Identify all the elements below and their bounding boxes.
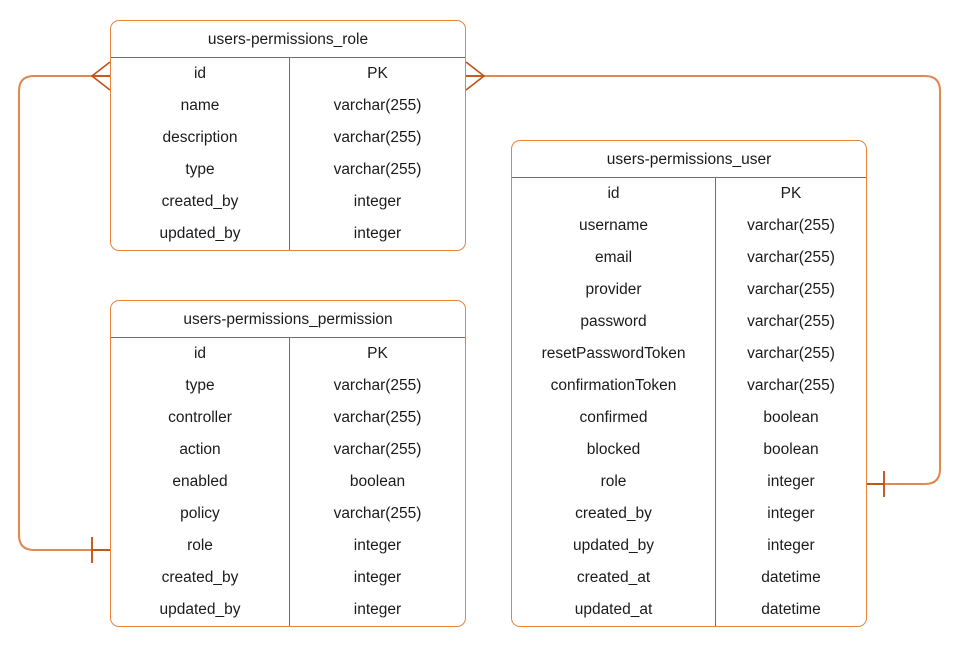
er-field-name: name (180, 97, 220, 114)
er-field-name: provider (585, 281, 642, 298)
er-field-name: id (193, 65, 207, 82)
relationship-role-to-permission (17, 61, 112, 563)
er-field-type: varchar(255) (747, 345, 835, 362)
er-table-title: users-permissions_user (512, 141, 866, 178)
er-field-name: updated_by (572, 537, 655, 554)
er-field-name: controller (168, 409, 232, 426)
er-field-name: email (594, 249, 633, 266)
er-field-type: PK (780, 185, 802, 202)
er-field-name: created_by (575, 505, 652, 522)
one-tick-marker-left (91, 537, 112, 563)
er-field-name: created_by (161, 569, 239, 586)
er-field-type: varchar(255) (747, 377, 835, 394)
er-field-type: varchar(255) (333, 161, 422, 178)
er-field-name: type (185, 377, 215, 394)
er-field-type: integer (353, 601, 402, 618)
er-field-type: integer (767, 505, 815, 522)
er-field-name: created_by (161, 193, 239, 210)
er-field-type: integer (767, 473, 815, 490)
er-field-type: integer (353, 569, 402, 586)
er-table-body: id name description type created_by updated_b… (111, 58, 465, 250)
er-field-type: datetime (761, 601, 821, 618)
er-field-name: blocked (586, 441, 641, 458)
er-field-name: role (187, 537, 213, 554)
er-field-name: action (179, 441, 221, 458)
crows-foot-marker-left (90, 61, 112, 91)
er-field-type: varchar(255) (747, 249, 835, 266)
er-field-type: boolean (763, 441, 819, 458)
er-field-name: resetPasswordToken (541, 345, 686, 362)
er-field-type: varchar(255) (333, 129, 422, 146)
er-field-type: integer (353, 225, 402, 242)
er-field-type: integer (353, 537, 402, 554)
er-field-type-column: PK varchar(255) varchar(255) varchar(255) bo… (289, 338, 465, 626)
er-field-type: datetime (761, 569, 821, 586)
er-field-name: enabled (172, 473, 228, 490)
er-field-type: varchar(255) (747, 313, 835, 330)
er-table-title: users-permissions_permission (111, 301, 465, 338)
er-field-type-column: PK varchar(255) varchar(255) varchar(255) va… (715, 178, 866, 626)
er-field-type: integer (767, 537, 815, 554)
er-field-name: role (600, 473, 627, 490)
er-field-name-column: id name description type created_by updated_b… (111, 58, 289, 250)
one-tick-marker-right (864, 471, 885, 497)
er-table-body: id username email provider password resetPass… (512, 178, 866, 626)
er-field-name: created_at (576, 569, 651, 586)
er-field-name: username (579, 217, 648, 234)
er-field-type-column: PK varchar(255) varchar(255) varchar(255) in… (289, 58, 465, 250)
er-field-name: policy (180, 505, 220, 522)
er-field-name: updated_at (574, 601, 653, 618)
er-table-body: id type controller action enabled policy role c… (111, 338, 465, 626)
er-field-type: varchar(255) (333, 377, 422, 394)
er-field-type: boolean (349, 473, 406, 490)
er-field-name: id (193, 345, 207, 362)
er-field-type: PK (367, 65, 388, 82)
er-field-type: PK (367, 345, 388, 362)
er-field-type: varchar(255) (747, 281, 835, 298)
er-field-type: varchar(255) (333, 505, 422, 522)
er-field-type: varchar(255) (747, 217, 835, 234)
er-field-name: type (185, 161, 215, 178)
er-field-type: varchar(255) (333, 409, 422, 426)
er-field-type: varchar(255) (333, 441, 422, 458)
er-field-name: password (580, 313, 647, 330)
er-table-title: users-permissions_role (111, 21, 465, 58)
er-field-type: boolean (763, 409, 819, 426)
er-field-name: confirmationToken (550, 377, 677, 394)
er-field-name: description (162, 129, 238, 146)
er-field-name-column: id type controller action enabled policy role c… (111, 338, 289, 626)
er-field-name: confirmed (579, 409, 648, 426)
crows-foot-marker-right (464, 61, 486, 91)
er-field-name: updated_by (159, 225, 241, 242)
er-field-name: id (607, 185, 620, 202)
er-field-type: varchar(255) (333, 97, 422, 114)
er-field-name-column: id username email provider password resetPass… (512, 178, 715, 626)
er-field-name: updated_by (159, 601, 241, 618)
er-field-type: integer (353, 193, 402, 210)
